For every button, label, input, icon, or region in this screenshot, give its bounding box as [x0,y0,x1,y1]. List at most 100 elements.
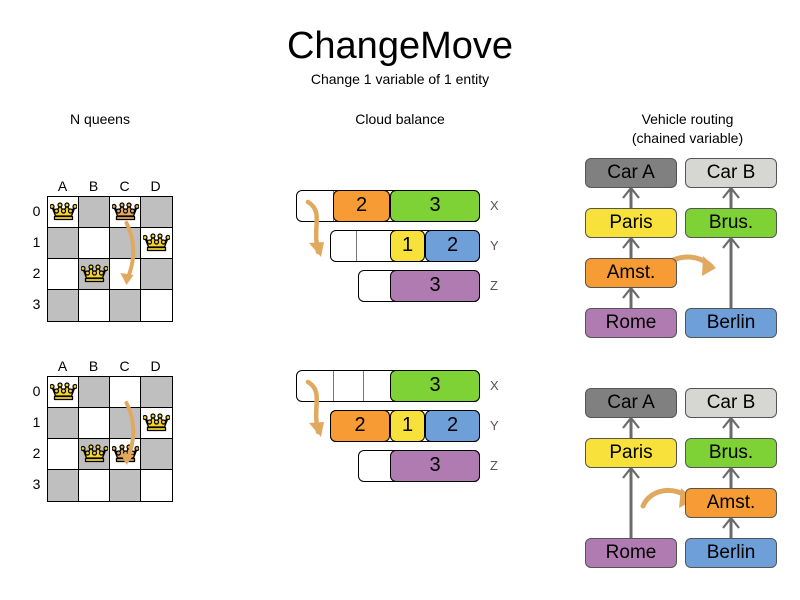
board-cell-A2[interactable] [48,259,79,290]
column-label-C: C [119,178,130,194]
row-label-0: 0 [32,203,41,219]
queen-crown-icon [50,382,77,401]
column-label-D: D [150,358,161,374]
row-label-3: 3 [32,476,41,492]
board-cell-C1[interactable] [110,228,141,259]
routing-chain-arrows [622,416,740,538]
routing-node-berlin[interactable]: Berlin [685,308,777,338]
board-cell-D2[interactable] [141,439,172,470]
board-cell-B0[interactable] [79,377,110,408]
queen-crown-icon [143,413,170,432]
process-Y-2[interactable]: 2 [425,410,480,442]
process-move-arrow [305,379,324,437]
board-cell-D0[interactable] [141,197,172,228]
column-label-B: B [88,178,99,194]
board-cell-B3[interactable] [79,470,110,501]
capacity-divider-X-1 [363,371,364,401]
board-cell-A3[interactable] [48,290,79,321]
board-cell-D0[interactable] [141,377,172,408]
board-cell-C2[interactable] [110,259,141,290]
routing-node-berlin[interactable]: Berlin [685,538,777,568]
board-cell-A3[interactable] [48,470,79,501]
queen-A0[interactable] [48,197,79,228]
routing-node-amst-moving[interactable]: Amst. [685,488,777,518]
routing-node-carb[interactable]: Car B [685,388,777,418]
routing-node-paris[interactable]: Paris [585,438,677,468]
routing-node-brus[interactable]: Brus. [685,438,777,468]
process-X-0-moving[interactable]: 2 [333,190,390,222]
board-cell-C1[interactable] [110,408,141,439]
row-label-2: 2 [32,445,41,461]
computer-label-Y: Y [490,238,499,253]
routing-node-rome[interactable]: Rome [585,308,677,338]
queen-D1[interactable] [141,408,172,439]
column-label-D: D [150,178,161,194]
computer-label-X: X [490,378,499,393]
routing-node-carb[interactable]: Car B [685,158,777,188]
routing-node-cara[interactable]: Car A [585,388,677,418]
routing-node-cara[interactable]: Car A [585,158,677,188]
capacity-divider-Y-0 [356,231,357,261]
board-column-labels: A B C D [47,176,171,196]
queen-B2[interactable] [79,259,110,290]
board-cell-D3[interactable] [141,290,172,321]
queen-crown-icon [81,264,108,283]
routing-node-amst-moving[interactable]: Amst. [585,258,677,288]
row-label-0: 0 [32,383,41,399]
computer-label-Z: Z [490,458,498,473]
board-cell-B3[interactable] [79,290,110,321]
computer-label-Z: Z [490,278,498,293]
board-cell-B1[interactable] [79,408,110,439]
board-cell-A1[interactable] [48,408,79,439]
process-Y-1[interactable]: 1 [390,410,425,442]
queen-crown-icon [112,202,139,221]
process-Z-0[interactable]: 3 [390,270,480,302]
process-X-1[interactable]: 3 [390,190,480,222]
queen-C0[interactable] [110,197,141,228]
board-cell-D3[interactable] [141,470,172,501]
queen-A0[interactable] [48,377,79,408]
row-label-1: 1 [32,234,41,250]
chessboard-grid [47,196,173,322]
queen-C2[interactable] [110,439,141,470]
process-X-0[interactable]: 3 [390,370,480,402]
queen-D1[interactable] [141,228,172,259]
board-cell-A1[interactable] [48,228,79,259]
queen-crown-icon [81,444,108,463]
board-cell-C0[interactable] [110,377,141,408]
vrp-heading-line2: (chained variable) [631,130,744,146]
queen-crown-icon [50,202,77,221]
column-label-C: C [119,358,130,374]
queen-B2[interactable] [79,439,110,470]
process-Y-1[interactable]: 2 [425,230,480,262]
process-Y-0[interactable]: 1 [390,230,425,262]
process-Y-0-moving[interactable]: 2 [330,410,390,442]
board-cell-B0[interactable] [79,197,110,228]
column-label-A: A [57,178,68,194]
process-move-arrow [305,199,324,257]
board-cell-C3[interactable] [110,290,141,321]
page-subtitle: Change 1 variable of 1 entity [310,71,490,87]
routing-node-paris[interactable]: Paris [585,208,677,238]
queen-crown-icon [112,444,139,463]
computer-label-X: X [490,198,499,213]
board-cell-D2[interactable] [141,259,172,290]
section-heading-nqueens: N queens [70,111,130,127]
process-Z-0[interactable]: 3 [390,450,480,482]
board-cell-B1[interactable] [79,228,110,259]
column-label-B: B [88,358,99,374]
routing-node-rome[interactable]: Rome [585,538,677,568]
computer-label-Y: Y [490,418,499,433]
board-cell-A2[interactable] [48,439,79,470]
routing-node-brus[interactable]: Brus. [685,208,777,238]
queen-crown-icon [143,233,170,252]
board-cell-C3[interactable] [110,470,141,501]
